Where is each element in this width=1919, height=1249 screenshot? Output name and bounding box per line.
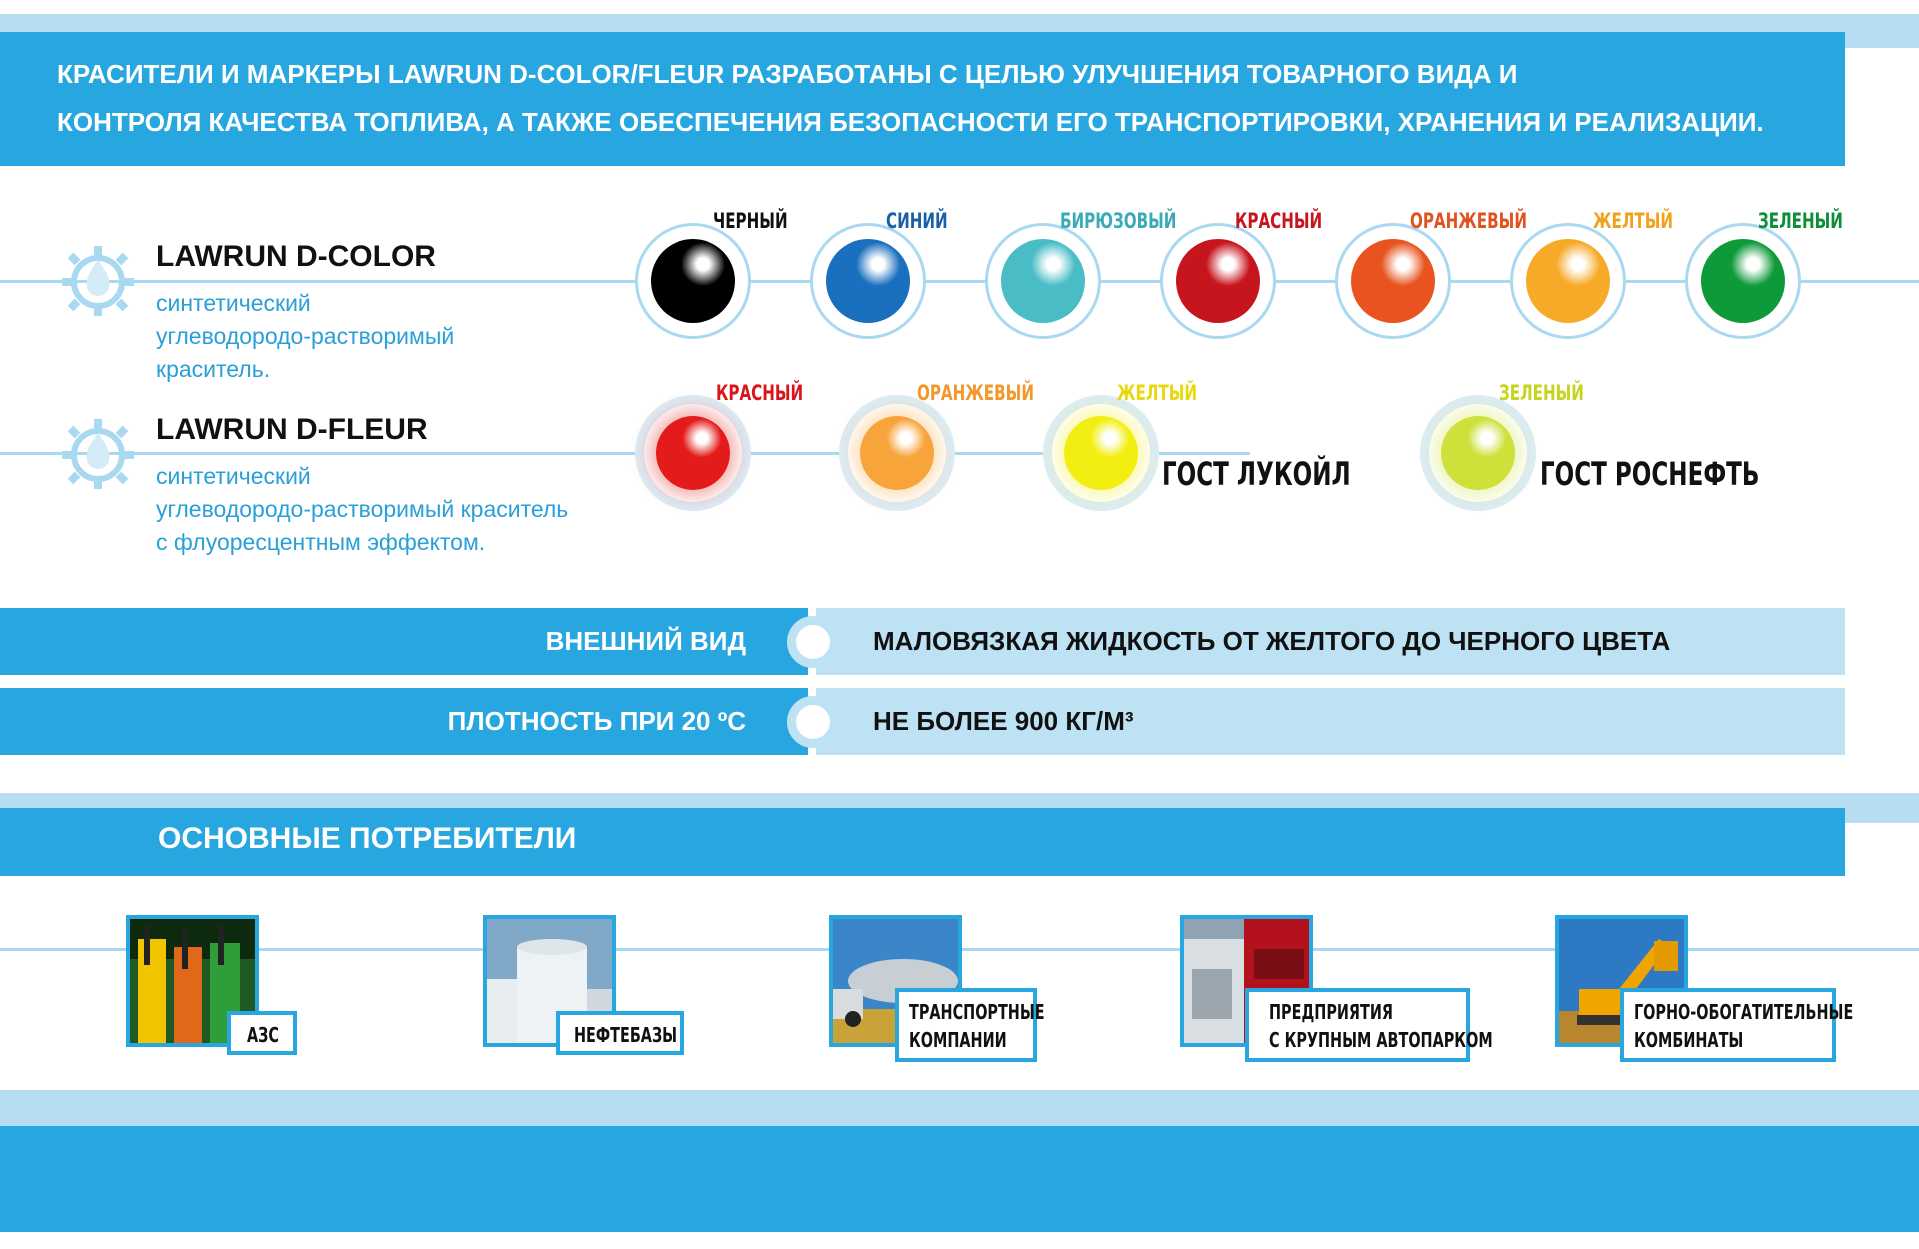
color-swatch xyxy=(1526,239,1610,323)
color-name-label: ЖЕЛТЫЙ xyxy=(1117,381,1198,405)
dcolor-row-line xyxy=(0,280,1919,283)
gear-drop-icon xyxy=(62,419,134,489)
color-swatch xyxy=(651,239,735,323)
color-name-label: КРАСНЫЙ xyxy=(1235,209,1323,233)
consumer-label: ГОРНО-ОБОГАТИТЕЛЬНЫЕ xyxy=(1634,1000,1854,1024)
color-name-label: ЧЕРНЫЙ xyxy=(713,209,788,233)
dfleur-title: LAWRUN D-FLEUR xyxy=(156,413,428,446)
consumers-stripe-accent xyxy=(1845,793,1919,823)
gost-rosneft-label: ГОСТ РОСНЕФТЬ xyxy=(1540,455,1760,493)
dfleur-row-line xyxy=(0,452,1250,455)
color-swatch xyxy=(656,416,730,490)
consumer-label: С КРУПНЫМ АВТОПАРКОМ xyxy=(1269,1028,1493,1052)
consumer-label: ПРЕДПРИЯТИЯ xyxy=(1269,1000,1393,1024)
color-name-label: БИРЮЗОВЫЙ xyxy=(1060,209,1177,233)
consumer-label: НЕФТЕБАЗЫ xyxy=(574,1023,678,1047)
consumer-label-box: АЗС xyxy=(227,1011,297,1055)
color-swatch xyxy=(826,239,910,323)
intro-banner xyxy=(0,32,1845,166)
top-stripe xyxy=(0,14,1919,32)
spec-value-text: МАЛОВЯЗКАЯ ЖИДКОСТЬ ОТ ЖЕЛТОГО ДО ЧЕРНОГ… xyxy=(873,626,1671,656)
footer-stripe xyxy=(0,1090,1919,1126)
color-name-label: ЗЕЛЕНЫЙ xyxy=(1499,381,1584,405)
spec-value-text: НЕ БОЛЕЕ 900 КГ/М³ xyxy=(873,706,1134,736)
dcolor-title: LAWRUN D-COLOR xyxy=(156,240,436,273)
gost-lukoil-label: ГОСТ ЛУКОЙЛ xyxy=(1162,455,1351,493)
color-swatch xyxy=(1351,239,1435,323)
consumer-label-box: ТРАНСПОРТНЫЕ КОМПАНИИ xyxy=(895,988,1045,1062)
spec-label-text: ПЛОТНОСТЬ ПРИ 20 ºС xyxy=(447,706,746,736)
consumer-label: КОМПАНИИ xyxy=(909,1028,1007,1052)
color-swatch xyxy=(1064,416,1138,490)
color-swatch xyxy=(1441,416,1515,490)
color-swatch xyxy=(860,416,934,490)
swatch-ring xyxy=(635,395,751,511)
color-name-label: СИНИЙ xyxy=(886,209,948,233)
consumer-label-box: ПРЕДПРИЯТИЯ С КРУПНЫМ АВТОПАРКОМ xyxy=(1245,988,1493,1062)
intro-text: КРАСИТЕЛИ И МАРКЕРЫ LAWRUN D-COLOR/FLEUR… xyxy=(57,50,1817,146)
color-swatch xyxy=(1176,239,1260,323)
dcolor-desc-line: углеводородо-растворимый xyxy=(156,323,455,349)
dcolor-desc-line: синтетический xyxy=(156,290,311,316)
dfleur-desc-line: синтетический xyxy=(156,463,311,489)
intro-line-2: КОНТРОЛЯ КАЧЕСТВА ТОПЛИВА, А ТАКЖЕ ОБЕСП… xyxy=(57,107,1764,137)
spec-label: ВНЕШНИЙ ВИД xyxy=(0,608,808,675)
dcolor-desc-line: краситель. xyxy=(156,356,271,382)
consumers-top-stripe xyxy=(0,793,1919,808)
spec-dot xyxy=(787,616,839,668)
spec-value: МАЛОВЯЗКАЯ ЖИДКОСТЬ ОТ ЖЕЛТОГО ДО ЧЕРНОГ… xyxy=(816,608,1845,675)
color-name-label: ОРАНЖЕВЫЙ xyxy=(917,381,1034,405)
intro-line-1: КРАСИТЕЛИ И МАРКЕРЫ LAWRUN D-COLOR/FLEUR… xyxy=(57,59,1518,89)
consumers-header xyxy=(0,808,1845,876)
consumer-label: ТРАНСПОРТНЫЕ xyxy=(909,1000,1045,1024)
spec-dot xyxy=(787,696,839,748)
dcolor-info: LAWRUN D-COLOR xyxy=(156,240,444,274)
top-stripe-accent xyxy=(1845,14,1919,48)
dcolor-description: синтетический углеводородо-растворимый к… xyxy=(156,287,454,386)
color-name-label: КРАСНЫЙ xyxy=(716,381,804,405)
color-swatch xyxy=(1001,239,1085,323)
color-name-label: ЖЕЛТЫЙ xyxy=(1593,209,1674,233)
consumer-label-box: ГОРНО-ОБОГАТИТЕЛЬНЫЕ КОМБИНАТЫ xyxy=(1620,988,1854,1062)
dfleur-desc-line: с флуоресцентным эффектом. xyxy=(156,529,486,555)
color-swatch xyxy=(1701,239,1785,323)
gear-drop-icon xyxy=(62,246,134,316)
footer-band xyxy=(0,1126,1919,1232)
color-name-label: ОРАНЖЕВЫЙ xyxy=(1410,209,1527,233)
dfleur-desc-line: углеводородо-растворимый краситель xyxy=(156,496,569,522)
consumer-label-box: НЕФТЕБАЗЫ xyxy=(556,1011,684,1055)
color-name-label: ЗЕЛЕНЫЙ xyxy=(1758,209,1843,233)
dfleur-info: LAWRUN D-FLEUR xyxy=(156,413,436,447)
consumers-title: ОСНОВНЫЕ ПОТРЕБИТЕЛИ xyxy=(158,822,577,855)
consumer-label: АЗС xyxy=(247,1023,279,1047)
consumer-label: КОМБИНАТЫ xyxy=(1634,1028,1744,1052)
spec-label: ПЛОТНОСТЬ ПРИ 20 ºС xyxy=(0,688,808,755)
dfleur-description: синтетический углеводородо-растворимый к… xyxy=(156,460,568,559)
spec-label-text: ВНЕШНИЙ ВИД xyxy=(545,626,746,656)
spec-value: НЕ БОЛЕЕ 900 КГ/М³ xyxy=(816,688,1845,755)
